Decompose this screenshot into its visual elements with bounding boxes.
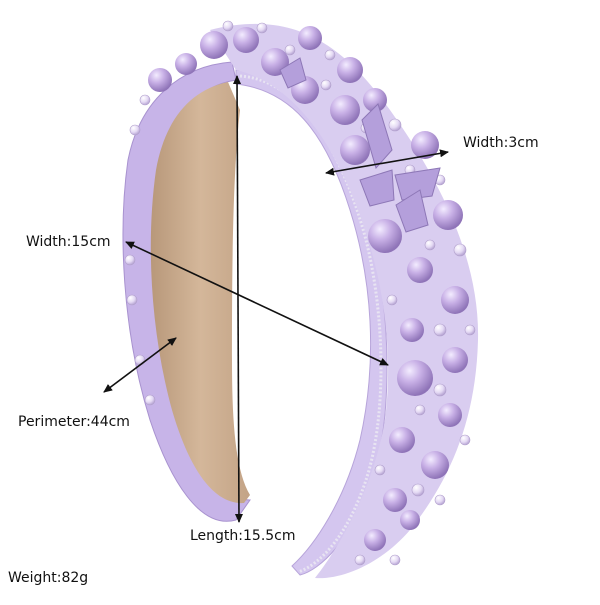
width-span-arrow <box>125 241 389 366</box>
measurement-arrows <box>103 75 449 523</box>
length-label: Length:15.5cm <box>190 528 296 544</box>
width-band-label: Width:3cm <box>463 135 539 151</box>
perimeter-label: Perimeter:44cm <box>18 414 130 430</box>
width-span-label: Width:15cm <box>26 234 111 250</box>
weight-label: Weight:82g <box>8 570 89 586</box>
perimeter-arrow <box>103 337 177 393</box>
length-arrow <box>233 75 243 523</box>
width-band-arrow <box>325 149 449 176</box>
